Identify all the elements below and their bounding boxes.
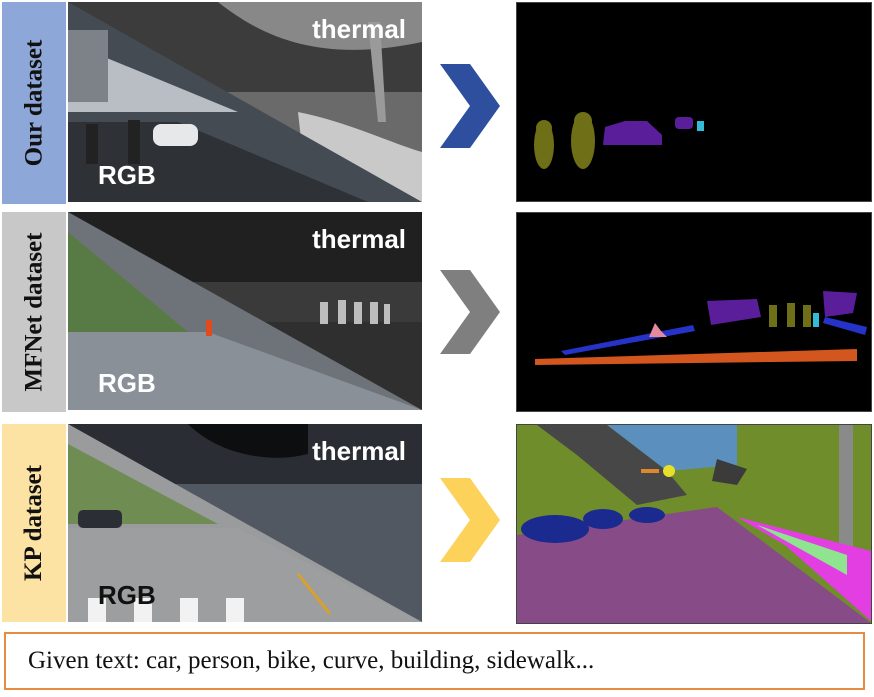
rgb-label-kp: RGB	[98, 580, 156, 610]
rgb-thermal-composite-mfnet	[68, 212, 422, 410]
dataset-label-band-kp: KP dataset	[2, 424, 66, 622]
segmentation-map-mfnet	[516, 212, 872, 412]
rgb-thermal-composite-kp	[68, 424, 422, 622]
arrow-our	[440, 64, 500, 148]
thermal-label-kp: thermal	[312, 436, 406, 466]
dataset-label-kp: KP dataset	[20, 465, 47, 581]
input-image-kp: thermal RGB	[68, 424, 422, 622]
dataset-label-band-mfnet: MFNet dataset	[2, 212, 66, 412]
dataset-label-band-our: Our dataset	[2, 2, 66, 204]
dataset-label-our: Our dataset	[20, 39, 47, 167]
arrow-mfnet	[440, 270, 500, 354]
thermal-label-our: thermal	[312, 14, 406, 44]
dataset-label-mfnet: MFNet dataset	[20, 232, 48, 392]
rgb-label-our: RGB	[98, 160, 156, 190]
rgb-thermal-composite-our	[68, 2, 422, 202]
rgb-label-mfnet: RGB	[98, 368, 156, 398]
input-image-mfnet: thermal RGB	[68, 212, 422, 410]
caption-box: Given text: car, person, bike, curve, bu…	[4, 632, 865, 690]
segmentation-map-kp	[516, 424, 872, 624]
thermal-label-mfnet: thermal	[312, 224, 406, 254]
arrow-kp	[440, 478, 500, 562]
caption-text: Given text: car, person, bike, curve, bu…	[28, 647, 595, 674]
segmentation-map-our	[516, 2, 872, 202]
input-image-our: thermal RGB	[68, 2, 422, 202]
